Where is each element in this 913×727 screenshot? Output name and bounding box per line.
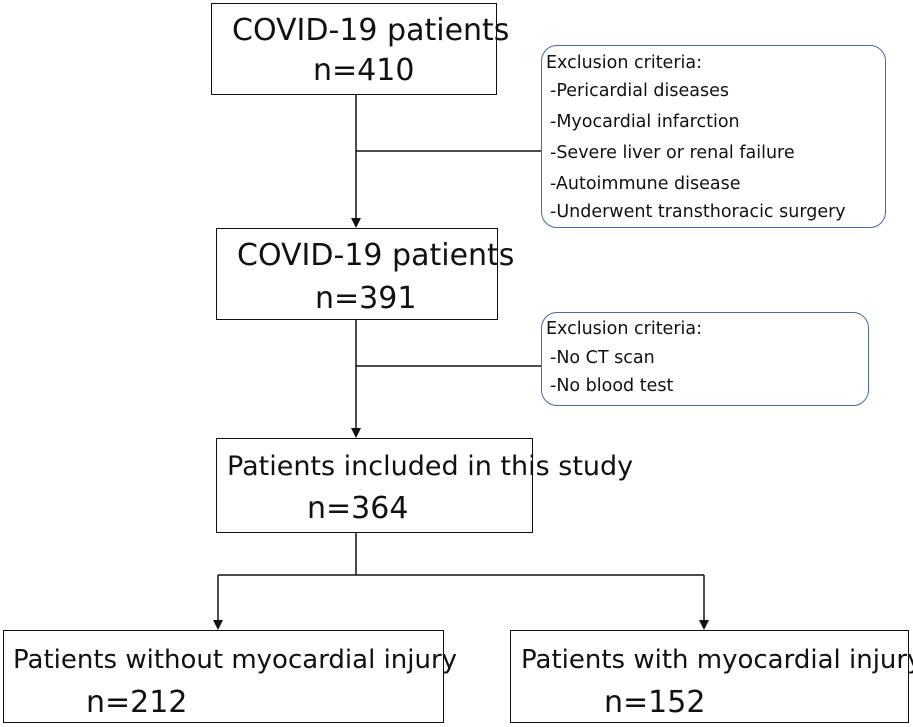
exclusion-1-item: -Underwent transthoracic surgery — [550, 202, 846, 222]
box-without-myocardial-injury: Patients without myocardial injury n=212 — [3, 630, 457, 723]
exclusion-box-1: Exclusion criteria: -Pericardial disease… — [541, 45, 886, 228]
box-included-title: Patients included in this study — [227, 451, 634, 482]
box-without-injury-title: Patients without myocardial injury — [13, 645, 458, 675]
box-included-count: n=364 — [307, 491, 409, 526]
box-after-first-exclusion: COVID-19 patients n=391 — [216, 228, 514, 320]
box-after-first-title: COVID-19 patients — [237, 238, 515, 273]
box-after-first-count: n=391 — [315, 281, 417, 316]
exclusion-1-heading: Exclusion criteria: — [546, 53, 703, 73]
box-without-injury-count: n=212 — [86, 685, 188, 720]
exclusion-2-item: -No blood test — [550, 376, 674, 396]
box-initial-patients: COVID-19 patients n=410 — [211, 3, 509, 95]
box-initial-title: COVID-19 patients — [232, 13, 510, 48]
exclusion-box-2: Exclusion criteria: -No CT scan -No bloo… — [541, 312, 869, 406]
exclusion-2-item: -No CT scan — [550, 348, 655, 368]
exclusion-1-item: -Myocardial infarction — [550, 112, 740, 132]
box-included-patients: Patients included in this study n=364 — [216, 438, 633, 533]
box-with-myocardial-injury: Patients with myocardial injury n=152 — [510, 630, 913, 723]
exclusion-1-item: -Autoimmune disease — [550, 174, 741, 194]
exclusion-1-item: -Severe liver or renal failure — [550, 143, 795, 163]
exclusion-2-heading: Exclusion criteria: — [546, 319, 703, 339]
box-initial-count: n=410 — [313, 53, 415, 88]
box-with-injury-count: n=152 — [604, 685, 706, 720]
box-with-injury-title: Patients with myocardial injury — [521, 645, 913, 675]
exclusion-1-item: -Pericardial diseases — [550, 81, 729, 101]
